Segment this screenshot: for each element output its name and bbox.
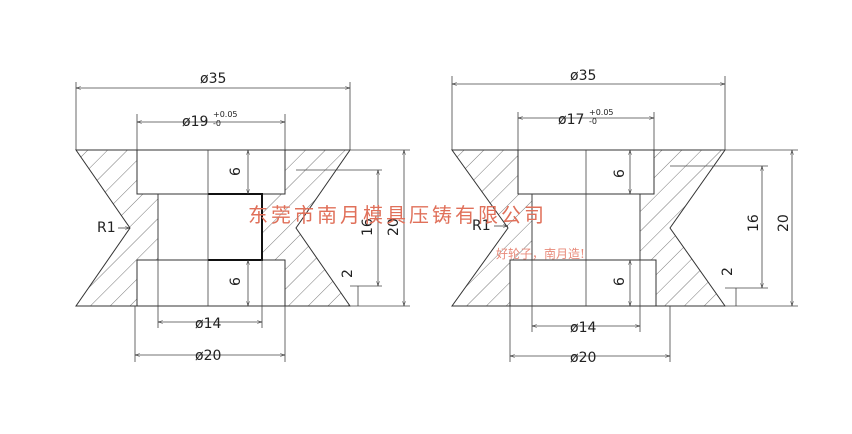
left-bore-tol-upper: +0.05 xyxy=(213,110,238,119)
left-inner-height-label: 16 xyxy=(360,218,376,236)
right-pocket-bottom-label: 6 xyxy=(612,277,628,286)
right-total-height-label: 20 xyxy=(776,214,792,232)
left-bore xyxy=(136,149,286,195)
left-total-height-label: 20 xyxy=(386,218,402,236)
right-inner-height-label: 16 xyxy=(746,214,762,232)
right-bore-dia-label: ø17 xyxy=(558,112,584,128)
right-inner-dia-label: ø14 xyxy=(570,320,596,336)
right-base-dia-label: ø20 xyxy=(570,350,596,366)
left-chamfer-label: 2 xyxy=(340,269,356,278)
right-section-view: ø35 ø17 +0.05 -0 6 6 R1 16 20 2 ø14 xyxy=(451,68,798,366)
left-outer-dia-label: ø35 xyxy=(200,71,226,87)
left-inner-bore xyxy=(157,193,263,261)
left-center-outline xyxy=(208,193,263,261)
watermark-company: 东莞市南月模具压铸有限公司 xyxy=(248,203,547,227)
left-bore-dia-label: ø19 xyxy=(182,114,208,130)
left-section-view: ø35 ø19 +0.05 -0 6 6 R1 16 20 2 ø14 xyxy=(75,71,410,364)
right-bore-tol-upper: +0.05 xyxy=(589,108,614,117)
right-chamfer-label: 2 xyxy=(720,267,736,276)
left-pocket-bottom-label: 6 xyxy=(228,277,244,286)
right-outer-dia-label: ø35 xyxy=(570,68,596,84)
watermark-slogan: 好轮子，南月造! xyxy=(496,246,585,261)
left-bore-tol-lower: -0 xyxy=(213,119,221,128)
left-pocket-top-label: 6 xyxy=(228,167,244,176)
right-radius-label: R1 xyxy=(472,218,491,234)
right-bore-tol-lower: -0 xyxy=(589,117,597,126)
left-radius-label: R1 xyxy=(97,220,116,236)
left-base-dia-label: ø20 xyxy=(195,348,221,364)
left-inner-dia-label: ø14 xyxy=(195,316,221,332)
right-pocket-top-label: 6 xyxy=(612,169,628,178)
left-lower-bore xyxy=(136,259,286,307)
